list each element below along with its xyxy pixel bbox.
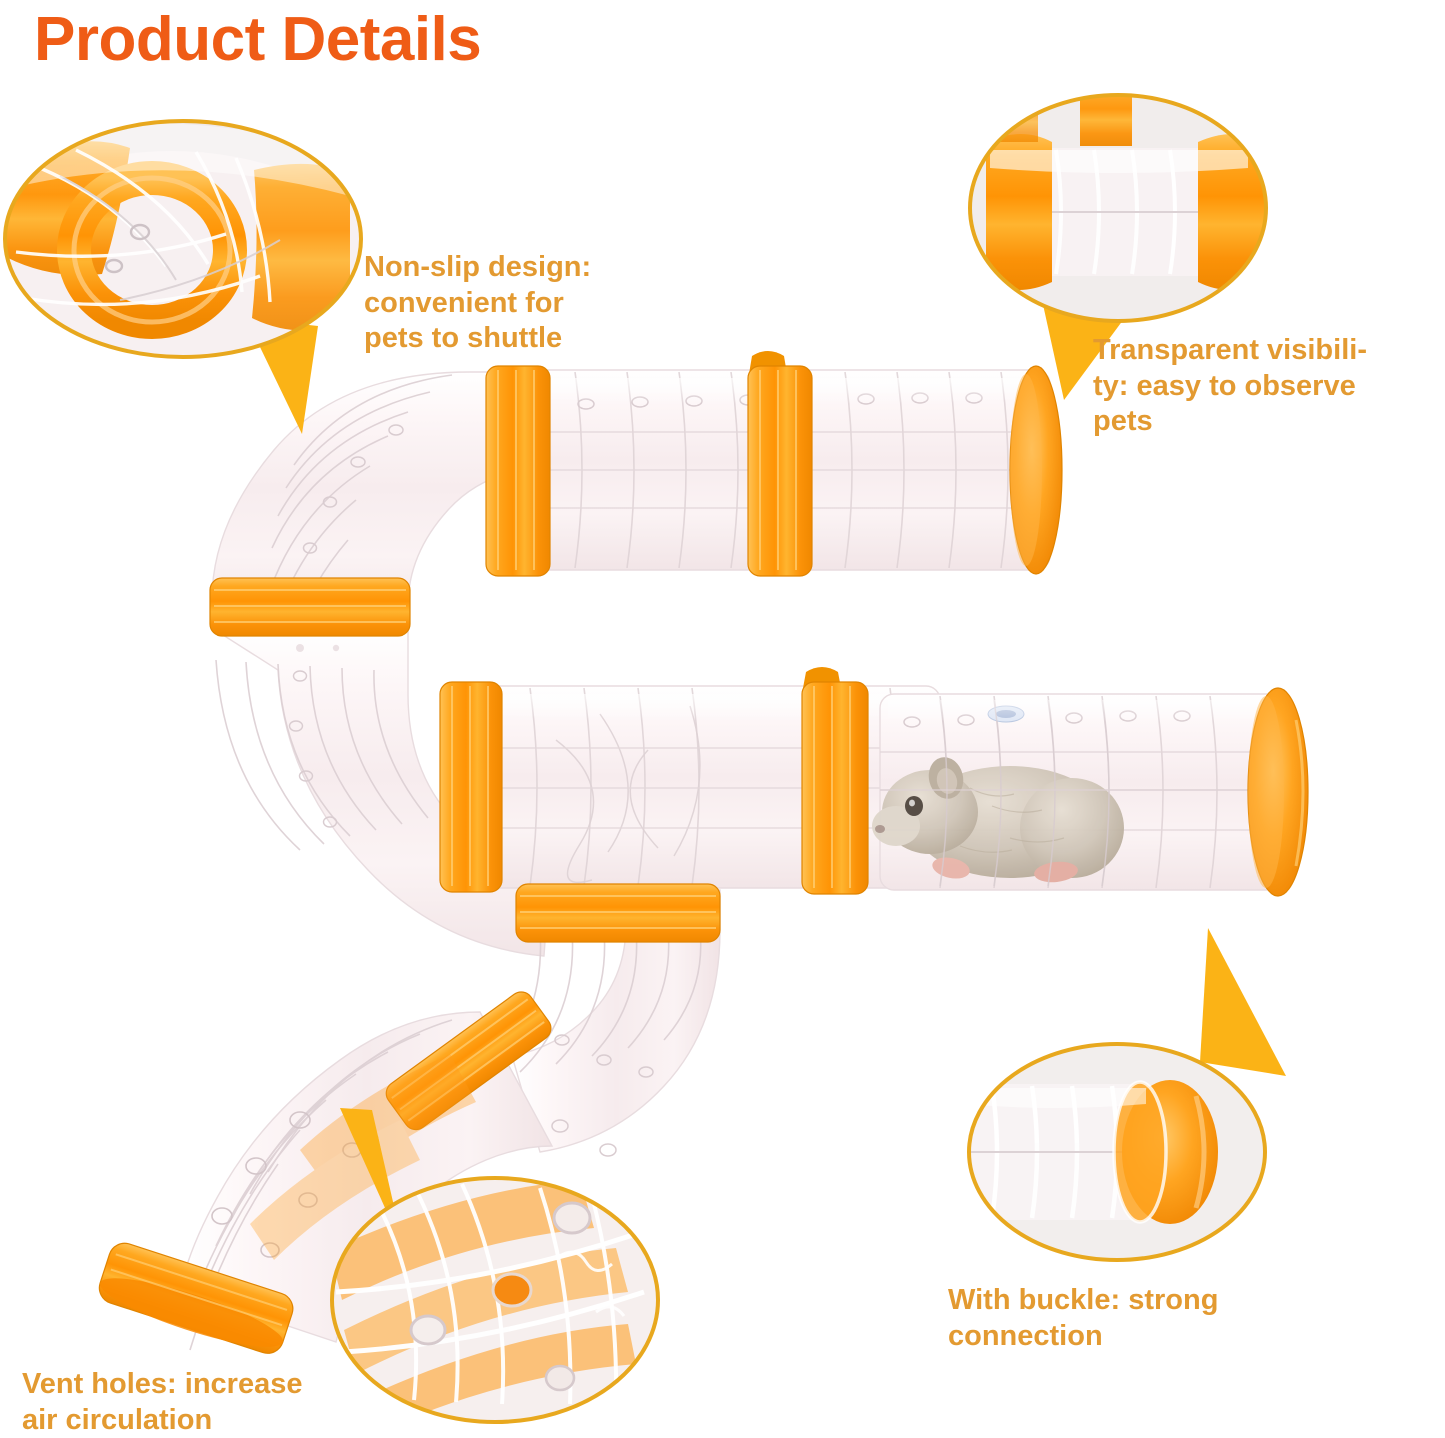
pointer-non-slip — [246, 318, 318, 434]
connector-ring-top-right-end — [1009, 365, 1063, 575]
connector-ring-top-mid — [747, 365, 813, 577]
tube-segment-lower-right — [872, 693, 1281, 891]
connector-ring-mid-left — [439, 681, 503, 893]
connector-ring-elbow-upper-left — [209, 577, 411, 637]
bubble-transparent — [968, 93, 1268, 323]
connector-ring-top-left — [485, 365, 551, 577]
connector-ring-bottom-elbow — [515, 883, 721, 943]
tube-segment-middle — [469, 685, 941, 889]
connector-ring-bottom-diagonal — [385, 991, 552, 1131]
callout-label-vent: Vent holes: increase air circulation — [22, 1368, 303, 1436]
bubble-vent — [330, 1176, 660, 1424]
page-title: Product Details — [34, 5, 482, 74]
pointer-buckle — [1200, 928, 1286, 1076]
callout-label-transparent: Transparent visibili- ty: easy to observ… — [1093, 334, 1367, 438]
callout-label-non-slip: Non-slip design: convenient for pets to … — [364, 251, 592, 355]
callout-label-buckle: With buckle: strong connection — [948, 1284, 1219, 1352]
tube-elbow-top-left — [211, 371, 551, 681]
bubble-non-slip — [3, 119, 363, 359]
connector-ring-mid-right — [801, 681, 869, 895]
bubble-buckle — [967, 1042, 1267, 1262]
connector-ring-lower-right-end — [1247, 687, 1309, 897]
tunnel-assembly — [98, 351, 1309, 1354]
hamster — [872, 699, 1280, 887]
connector-ring-bottom-left-mouth — [98, 1242, 294, 1354]
pointer-transparent — [1042, 300, 1126, 400]
